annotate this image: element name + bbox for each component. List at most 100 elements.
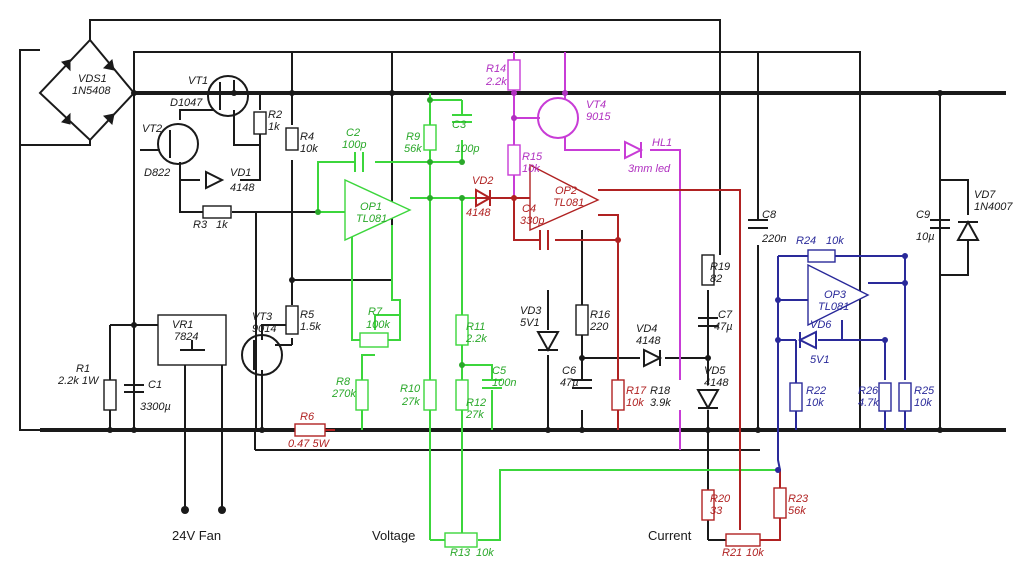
label-r10-name: R10	[400, 383, 421, 395]
label-vd6-value: 5V1	[810, 354, 830, 366]
label-vt3-name: VT3	[252, 311, 273, 323]
label-r5-value: 1.5k	[300, 321, 321, 333]
junction-dots	[107, 90, 943, 514]
label-r21-value: 10k	[746, 547, 764, 559]
label-r18-name: R18	[650, 385, 671, 397]
label-vd1-name: VD1	[230, 167, 251, 179]
label-r17-name: R17	[626, 385, 647, 397]
label-vd6-name: VD6	[810, 319, 832, 331]
label-vd4-name: VD4	[636, 323, 657, 335]
label-vds1-name: VDS1	[78, 73, 107, 85]
label-op3-name: OP3	[824, 289, 847, 301]
label-r8-value: 270k	[331, 388, 356, 400]
label-vt4-name: VT4	[586, 99, 606, 111]
label-op1-value: TL081	[356, 213, 387, 225]
label-c7-name: C7	[718, 309, 733, 321]
label-r2-name: R2	[268, 109, 282, 121]
label-r13-value: 10k	[476, 547, 494, 559]
label-vd2-value: 4148	[466, 207, 491, 219]
label-r25-name: R25	[914, 385, 935, 397]
label-r25-value: 10k	[914, 397, 932, 409]
label-op2-name: OP2	[555, 185, 577, 197]
terminal-labels: 24V Fan Voltage Current	[172, 528, 692, 543]
label-c5-value: 100n	[492, 377, 516, 389]
black-resistors	[103, 111, 715, 411]
label-r14-name: R14	[486, 63, 506, 75]
label-r4-name: R4	[300, 131, 314, 143]
label-r13-name: R13	[450, 547, 471, 559]
label-r9-value: 56k	[404, 143, 422, 155]
label-c9-name: C9	[916, 209, 930, 221]
label-r22-name: R22	[806, 385, 826, 397]
label-r10-value: 27k	[401, 396, 420, 408]
label-c5-name: C5	[492, 365, 507, 377]
label-r7-value: 100k	[366, 319, 390, 331]
label-vr1-value: 7824	[174, 331, 198, 343]
label-c8-value: 220n	[761, 233, 786, 245]
label-r8-name: R8	[336, 376, 351, 388]
magenta-components	[507, 59, 644, 176]
label-r3-value: 1k	[216, 219, 228, 231]
label-vt1-name: VT1	[188, 75, 208, 87]
label-vd2-name: VD2	[472, 175, 493, 187]
label-r21-name: R21	[722, 547, 742, 559]
label-r12-value: 27k	[465, 409, 484, 421]
label-r16-name: R16	[590, 309, 611, 321]
red-dots	[511, 195, 621, 243]
label-voltage: Voltage	[372, 528, 415, 543]
label-r24-name: R24	[796, 235, 816, 247]
label-op1-name: OP1	[360, 201, 382, 213]
label-vt2-value: D822	[144, 167, 170, 179]
label-r11-name: R11	[466, 321, 485, 333]
label-vr1-name: VR1	[172, 319, 193, 331]
red-components	[294, 163, 787, 547]
component-labels: VDS1 1N5408 VT1 D1047 VT2 D822 R2 1k VD1…	[57, 63, 1013, 559]
label-r11-value: 2.2k	[465, 333, 487, 345]
label-c1-name: C1	[148, 379, 162, 391]
label-r5-name: R5	[300, 309, 315, 321]
label-c6-value: 47µ	[560, 377, 579, 389]
label-c6-name: C6	[562, 365, 577, 377]
label-vt3-value: 9014	[252, 323, 276, 335]
black-diodes	[205, 170, 980, 411]
label-r18-value: 3.9k	[650, 397, 671, 409]
label-c2-name: C2	[346, 127, 360, 139]
green-dots	[315, 97, 465, 368]
label-vd5-value: 4148	[704, 377, 729, 389]
bridge-rectifier	[38, 38, 136, 142]
magenta-dots	[511, 90, 568, 121]
label-r24-value: 10k	[826, 235, 844, 247]
label-vds1-value: 1N5408	[72, 85, 111, 97]
label-r12-name: R12	[466, 397, 486, 409]
label-r7-name: R7	[368, 306, 383, 318]
label-r6-value: 0.47 5W	[288, 438, 331, 450]
label-vd5-name: VD5	[704, 365, 726, 377]
label-r15-name: R15	[522, 151, 543, 163]
label-vd7-name: VD7	[974, 189, 996, 201]
label-r26-name: R26	[858, 385, 879, 397]
black-wiring	[19, 19, 1006, 541]
label-r23-name: R23	[788, 493, 809, 505]
label-r2-value: 1k	[268, 121, 280, 133]
label-r15-value: 10k	[522, 163, 540, 175]
label-r14-value: 2.2k	[485, 76, 507, 88]
label-vd3-value: 5V1	[520, 317, 540, 329]
blue-components	[789, 249, 912, 412]
label-vd7-value: 1N4007	[974, 201, 1013, 213]
label-c4-name: C4	[522, 203, 536, 215]
label-r22-value: 10k	[806, 397, 824, 409]
label-r17-value: 10k	[626, 397, 644, 409]
label-c1-value: 3300µ	[140, 401, 171, 413]
label-r20-name: R20	[710, 493, 731, 505]
label-r16-value: 220	[589, 321, 609, 333]
label-vt2-name: VT2	[142, 123, 162, 135]
transistor-symbols	[157, 75, 283, 376]
black-capacitors	[124, 219, 950, 393]
label-c4-value: 330p	[520, 215, 544, 227]
regulator-vr1	[157, 314, 227, 366]
label-hl1-value: 3mm led	[628, 163, 671, 175]
label-c7-value: 47µ	[714, 321, 733, 333]
label-op3-value: TL081	[818, 301, 849, 313]
label-r1-value: 2.2k 1W	[57, 375, 100, 387]
